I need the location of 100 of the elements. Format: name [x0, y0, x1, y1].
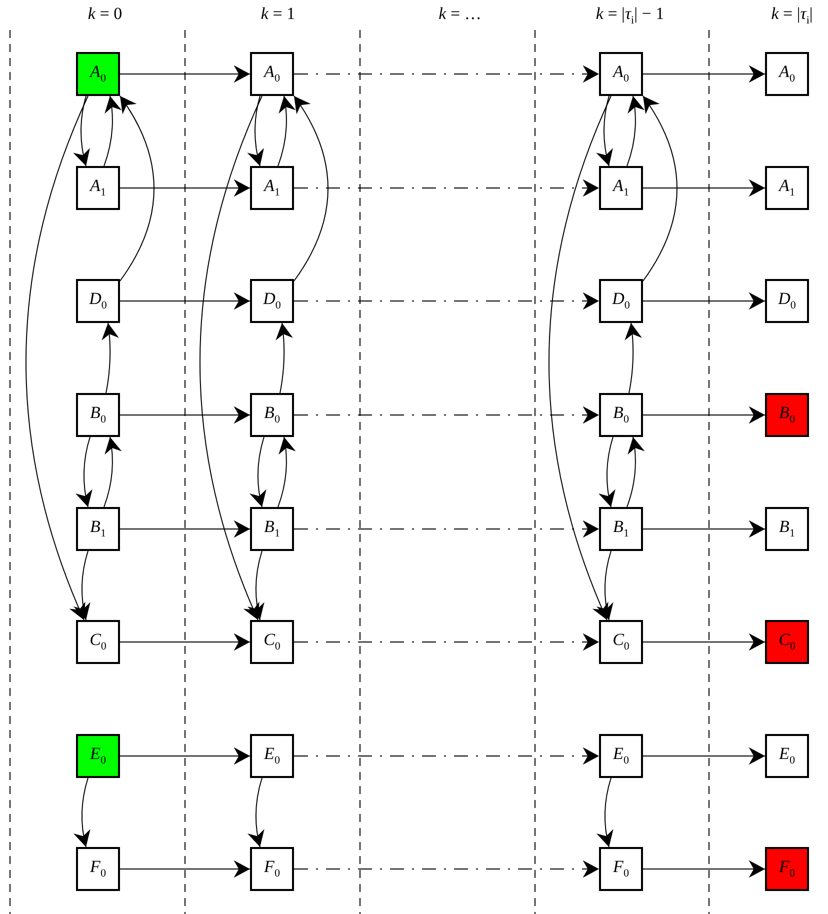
- state-label: E$_{0}$: [264, 745, 280, 767]
- state-box: [765, 847, 809, 891]
- arrow: [120, 96, 154, 282]
- arrow: [294, 633, 600, 651]
- arrow: [624, 322, 642, 394]
- arrow: [642, 65, 766, 83]
- arrow: [294, 747, 600, 765]
- state-box: [599, 847, 643, 891]
- arrow: [294, 96, 328, 282]
- state-label: B$_{1}$: [90, 518, 106, 540]
- state-box: [76, 52, 120, 96]
- state-box: [765, 279, 809, 323]
- state-box: [76, 734, 120, 778]
- arrow: [247, 96, 264, 166]
- state-label: A$_{0}$: [613, 63, 629, 85]
- state-box: [599, 734, 643, 778]
- state-label: B$_{1}$: [264, 518, 280, 540]
- state-label: A$_{1}$: [779, 177, 795, 199]
- state-label: A$_{0}$: [779, 63, 795, 85]
- arrow: [642, 406, 766, 424]
- arrow: [74, 550, 91, 620]
- state-box: [250, 734, 294, 778]
- state-box: [76, 279, 120, 323]
- state-box: [599, 52, 643, 96]
- state-label: C$_{0}$: [778, 631, 796, 653]
- arrow: [548, 96, 612, 620]
- state-box: [599, 620, 643, 664]
- state-label: C$_{0}$: [90, 631, 106, 653]
- column-heading: k = |τ$_{i}$| − 1: [596, 4, 664, 26]
- state-label: A$_{0}$: [264, 63, 280, 85]
- state-box: [76, 507, 120, 551]
- arrow: [294, 179, 600, 197]
- arrow: [120, 406, 250, 424]
- state-label: A$_{1}$: [613, 177, 629, 199]
- state-label: E$_{0}$: [90, 745, 106, 767]
- state-box: [250, 847, 294, 891]
- state-label: A$_{0}$: [90, 63, 106, 85]
- state-label: B$_{1}$: [779, 518, 795, 540]
- state-label: B$_{1}$: [613, 518, 629, 540]
- column-heading: k = 0: [88, 4, 122, 24]
- state-box: [765, 620, 809, 664]
- arrow: [26, 96, 88, 620]
- arrow: [598, 436, 616, 508]
- state-label: B$_{0}$: [264, 404, 280, 426]
- arrow: [294, 65, 600, 83]
- state-box: [76, 166, 120, 210]
- arrow: [278, 436, 296, 508]
- arrow: [596, 778, 614, 848]
- state-label: B$_{0}$: [90, 404, 106, 426]
- state-label: E$_{0}$: [779, 745, 795, 767]
- state-label: C$_{0}$: [612, 631, 630, 653]
- state-label: B$_{0}$: [779, 404, 795, 426]
- state-box: [765, 52, 809, 96]
- state-label: F$_{0}$: [613, 858, 629, 880]
- state-box: [765, 393, 809, 437]
- arrow: [120, 520, 250, 538]
- arrow: [120, 65, 250, 83]
- arrow: [200, 96, 262, 620]
- arrow: [120, 747, 250, 765]
- state-label: D$_{0}$: [612, 290, 630, 312]
- state-box: [599, 279, 643, 323]
- column-heading: k = 1: [260, 4, 296, 24]
- state-label: F$_{0}$: [90, 858, 106, 880]
- arrow: [73, 96, 90, 166]
- arrow: [248, 778, 265, 848]
- arrow: [275, 322, 293, 394]
- arrow: [294, 406, 600, 424]
- state-label: A$_{1}$: [90, 177, 106, 199]
- arrow: [250, 436, 267, 508]
- arrow: [294, 860, 600, 878]
- state-box: [599, 166, 643, 210]
- arrow: [104, 436, 122, 508]
- state-label: A$_{1}$: [264, 177, 280, 199]
- state-box: [250, 393, 294, 437]
- arrow: [120, 292, 250, 310]
- arrow: [642, 179, 766, 197]
- arrow: [120, 860, 250, 878]
- state-box: [599, 507, 643, 551]
- state-label: D$_{0}$: [778, 290, 796, 312]
- arrow: [101, 322, 119, 394]
- column-heading: k = …: [438, 4, 482, 24]
- arrow: [626, 96, 644, 166]
- state-label: D$_{0}$: [263, 290, 281, 312]
- arrow: [642, 747, 766, 765]
- arrow: [642, 96, 678, 282]
- state-label: C$_{0}$: [264, 631, 280, 653]
- arrow: [294, 520, 600, 538]
- arrow: [76, 436, 93, 508]
- state-label: D$_{0}$: [89, 290, 107, 312]
- state-label: B$_{0}$: [613, 404, 629, 426]
- state-box: [250, 52, 294, 96]
- state-box: [250, 507, 294, 551]
- state-box: [765, 507, 809, 551]
- arrow: [120, 179, 250, 197]
- state-box: [765, 734, 809, 778]
- state-box: [250, 166, 294, 210]
- arrow: [642, 633, 766, 651]
- state-label: E$_{0}$: [613, 745, 629, 767]
- state-box: [250, 620, 294, 664]
- arrow: [596, 550, 614, 620]
